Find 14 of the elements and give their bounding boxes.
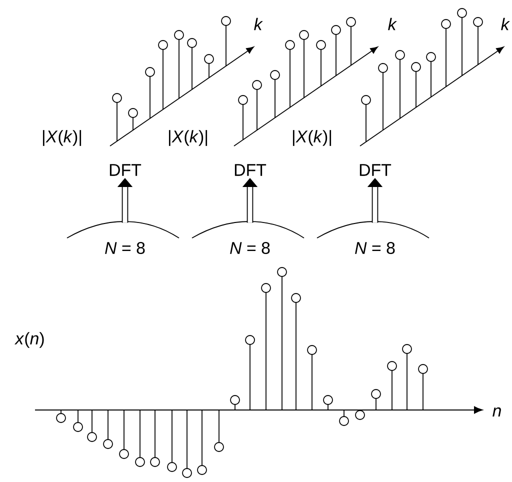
node-text: N = 8 (355, 242, 395, 254)
node-text: N = 8 (230, 242, 270, 254)
axis-label: k (501, 18, 510, 30)
axis-label: x(n) (14, 332, 44, 348)
axis-label: |X(k)| (42, 130, 82, 146)
block-label: DFT (360, 164, 392, 176)
node-text: N = 8 (105, 242, 145, 254)
block-label: DFT (110, 164, 142, 176)
axis-label: |X(k)| (168, 130, 208, 146)
axis-label: n (492, 407, 501, 417)
block-label: DFT (234, 164, 266, 176)
axis-label: |X(k)| (292, 130, 332, 146)
axis-label: k (388, 18, 397, 30)
axis-label: k (254, 18, 263, 30)
